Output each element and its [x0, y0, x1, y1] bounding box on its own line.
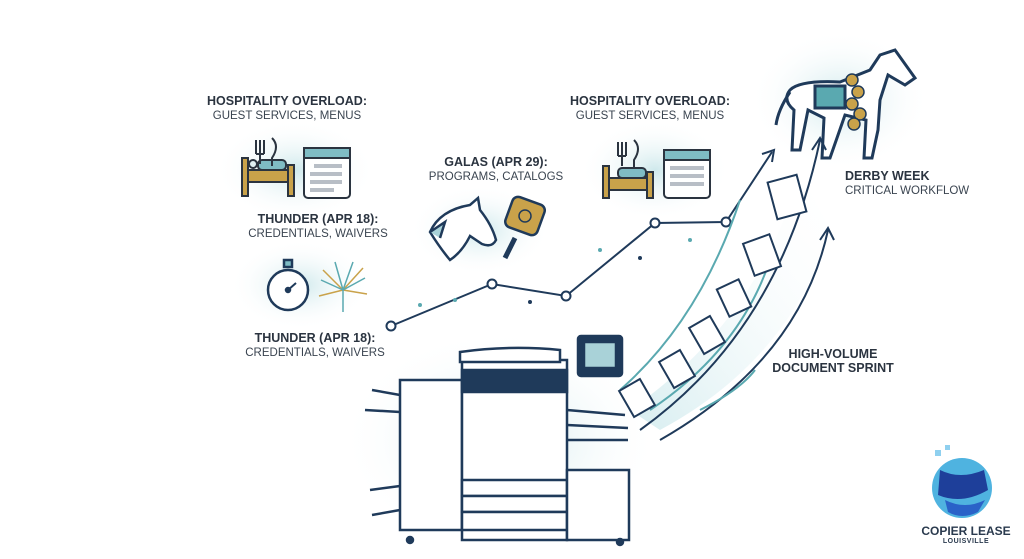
trend-points [385, 216, 732, 332]
label-title: HOSPITALITY OVERLOAD: [570, 94, 730, 108]
label-hospitality-left: HOSPITALITY OVERLOAD: GUEST SERVICES, ME… [207, 94, 367, 122]
label-sub: DOCUMENT SPRINT [772, 361, 894, 375]
label-title: HOSPITALITY OVERLOAD: [207, 94, 367, 108]
label-sub: CRITICAL WORKFLOW [845, 185, 970, 197]
particles [418, 238, 692, 307]
label-thunder-upper: THUNDER (APR 18): CREDENTIALS, WAIVERS [248, 212, 388, 240]
copier-lease-logo-icon [932, 445, 992, 518]
label-title: GALAS (APR 29): [444, 155, 548, 169]
rose-garland-icon [845, 73, 867, 131]
stopwatch-icon [266, 258, 310, 312]
label-sub: CREDENTIALS, WAIVERS [245, 347, 385, 359]
copier-machine-icon [364, 334, 631, 547]
label-title: THUNDER (APR 18): [254, 331, 376, 345]
auction-paddle-icon [502, 195, 547, 260]
bed-fork-knife-icon [241, 137, 295, 197]
calendar-icon-right [663, 149, 711, 199]
logo-text: COPIER LEASE LOUISVILLE [921, 524, 1010, 545]
label-title: DERBY WEEK [845, 169, 930, 183]
label-sub: GUEST SERVICES, MENUS [575, 110, 725, 122]
label-sub: GUEST SERVICES, MENUS [212, 110, 362, 122]
label-galas: GALAS (APR 29): PROGRAMS, CATALOGS [429, 155, 563, 183]
label-sub: PROGRAMS, CATALOGS [428, 171, 564, 183]
horse-head-icon [428, 195, 498, 262]
logo-name: COPIER LEASE [921, 524, 1011, 538]
label-thunder-lower: THUNDER (APR 18): CREDENTIALS, WAIVERS [245, 331, 385, 359]
logo-city: LOUISVILLE [942, 538, 990, 545]
fireworks-icon [318, 261, 368, 312]
trend-line [390, 148, 776, 327]
label-derby-week: DERBY WEEK CRITICAL WORKFLOW [845, 169, 969, 197]
label-sub: CREDENTIALS, WAIVERS [248, 228, 388, 240]
calendar-icon [303, 147, 351, 199]
label-title: HIGH-VOLUME [788, 347, 878, 361]
bed-fork-knife-icon-right [602, 139, 654, 199]
label-hospitality-right: HOSPITALITY OVERLOAD: GUEST SERVICES, ME… [570, 94, 730, 122]
label-title: THUNDER (APR 18): [257, 212, 379, 226]
label-document-sprint: HIGH-VOLUME DOCUMENT SPRINT [772, 347, 894, 375]
document-pages [617, 173, 808, 419]
